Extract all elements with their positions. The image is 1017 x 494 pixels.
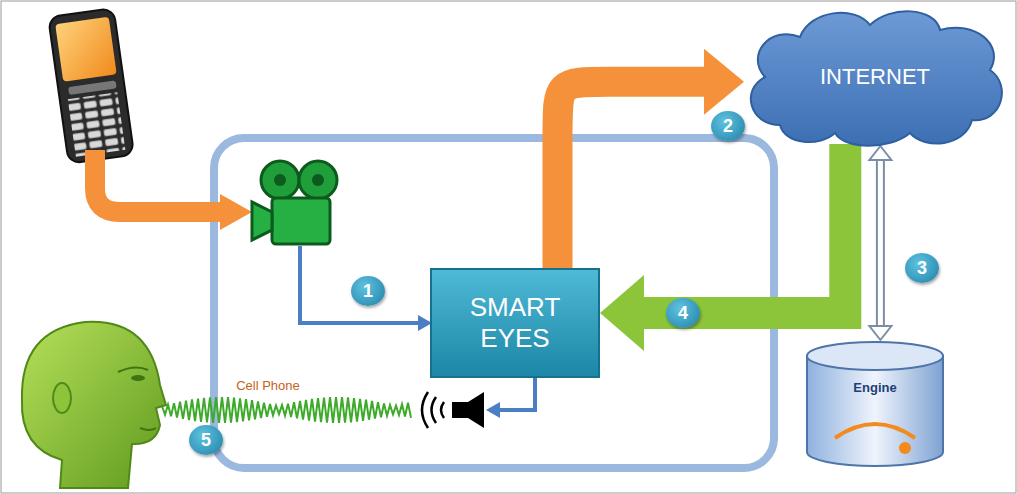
engine-dot [899,442,911,454]
cloud-node: INTERNET [740,5,1010,150]
video-camera [252,161,337,244]
database-cylinder-outline [805,340,945,468]
arrow-head [600,275,644,351]
video-feed-arrow [95,150,252,230]
arrow-head [869,326,891,340]
camera-input-arrow [300,246,432,331]
callout-number: 3 [905,253,939,283]
callout-number: 2 [711,111,745,141]
system-frame [214,138,774,468]
database-cylinder: Engine [805,340,945,468]
connector-line-inner [878,158,883,328]
query-arrow [869,146,891,340]
node-label: INTERNET [820,64,930,90]
node-label: SMART EYES [455,292,575,354]
cloud-shape [751,11,1002,145]
callout-number: 1 [351,276,385,306]
sound-wave [162,397,411,423]
arrow-head [704,49,744,115]
speaker-symbol [422,392,484,428]
arrow-head [869,146,891,160]
callout-number: 5 [189,425,223,455]
connector-line [642,144,845,313]
user-head [22,322,166,488]
result-arrow [600,144,845,351]
node-label: Engine [853,380,896,396]
device-label: Cell Phone [218,376,318,394]
callout-number: 4 [666,298,700,328]
mobile-phone [48,8,134,164]
box-shape [431,269,599,377]
engine-arc [835,424,915,438]
cylinder-top [807,342,943,370]
upload-arrow [558,49,745,268]
audio-output-arrow [486,378,535,418]
cylinder-body [807,356,943,466]
connector-line [876,158,885,328]
process-box: SMART EYES [430,268,600,378]
connector-line [558,82,707,268]
